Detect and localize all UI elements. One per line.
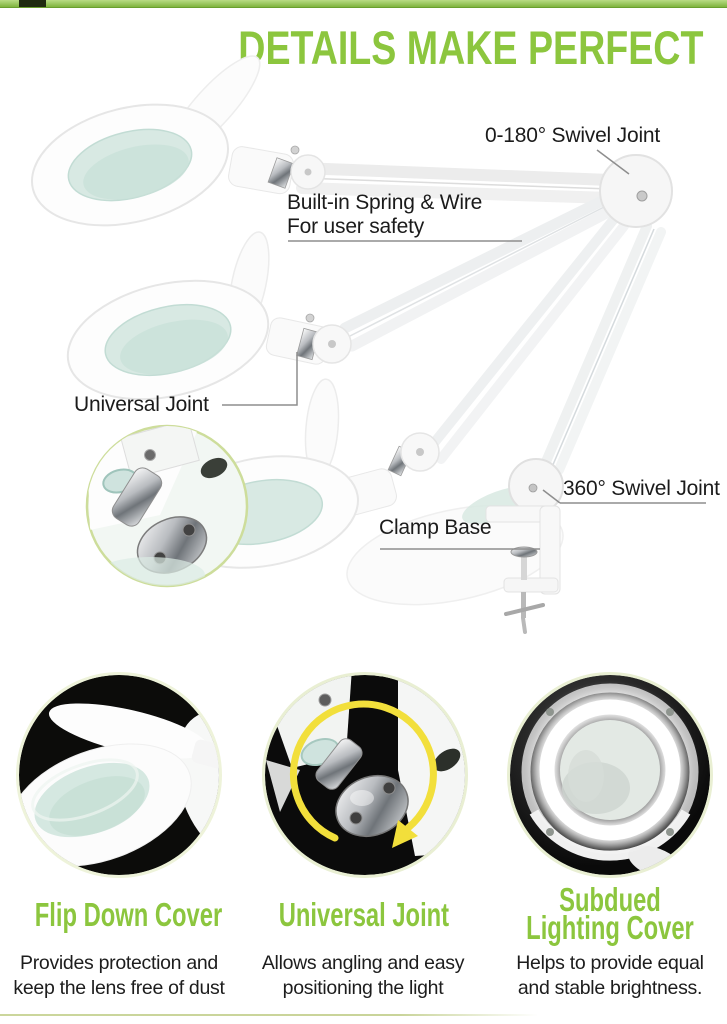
- lamp-top-swivel-joint: [599, 154, 673, 228]
- feature-title-line: Flip Down Cover: [34, 896, 223, 933]
- lamp-360-joint-and-clamp: [485, 458, 564, 634]
- feature-desc-subdued-lighting-cover: Helps to provide equal and stable bright…: [488, 951, 727, 1001]
- feature-desc-universal-joint: Allows angling and easy positioning the …: [241, 951, 485, 1001]
- feature-title-subdued-lighting-cover: Subdued Lighting Cover: [526, 881, 694, 946]
- feature-desc-flip-down-cover: Provides protection and keep the lens fr…: [0, 951, 241, 1001]
- lamp-head-middle: [66, 231, 352, 401]
- callout-line-universal-joint: [222, 352, 298, 406]
- callout-label-spring-wire-line2: For user safety: [287, 215, 425, 238]
- callout-label-spring-wire-line1: Built-in Spring & Wire: [287, 191, 483, 214]
- feature-desc-line: Helps to provide equal: [516, 952, 704, 974]
- top-accent-bar-dark-segment: [19, 0, 46, 7]
- callout-lines: [222, 149, 706, 550]
- callout-label-universal-joint: Universal Joint: [74, 393, 209, 416]
- top-accent-bar: [0, 0, 727, 8]
- lamp-head-top: [30, 55, 326, 227]
- feature-desc-line: positioning the light: [282, 977, 444, 999]
- feature-title-universal-joint: Universal Joint: [278, 896, 450, 933]
- flip-down-cover-photo: [16, 672, 222, 878]
- callout-label-swivel-360: 360° Swivel Joint: [563, 477, 720, 500]
- bottom-accent-line: [0, 1014, 727, 1016]
- feature-title-flip-down-cover: Flip Down Cover: [34, 896, 223, 933]
- feature-title-line: Universal Joint: [278, 896, 450, 933]
- feature-title-line: Lighting Cover: [526, 909, 694, 946]
- callout-label-spring-wire: Built-in Spring & Wire For user safety: [287, 191, 482, 239]
- page-title: DETAILS MAKE PERFECT: [237, 21, 703, 74]
- feature-desc-line: Provides protection and: [20, 952, 218, 974]
- feature-title-line: Subdued: [559, 881, 661, 918]
- universal-joint-photo: [262, 672, 468, 878]
- callout-line-swivel-360: [542, 489, 561, 504]
- rotation-arrow-icon: [289, 700, 437, 848]
- feature-desc-line: Allows angling and easy: [261, 952, 465, 974]
- subdued-lighting-cover-photo: [507, 672, 713, 878]
- callout-label-swivel-0-180: 0-180° Swivel Joint: [485, 124, 661, 147]
- callout-label-clamp-base: Clamp Base: [379, 516, 492, 539]
- universal-joint-inset-photo: [85, 424, 249, 588]
- feature-desc-line: and stable brightness.: [517, 977, 703, 999]
- lamp-arms: [294, 162, 666, 475]
- callout-line-swivel-0-180: [596, 149, 630, 175]
- feature-desc-line: keep the lens free of dust: [13, 977, 225, 999]
